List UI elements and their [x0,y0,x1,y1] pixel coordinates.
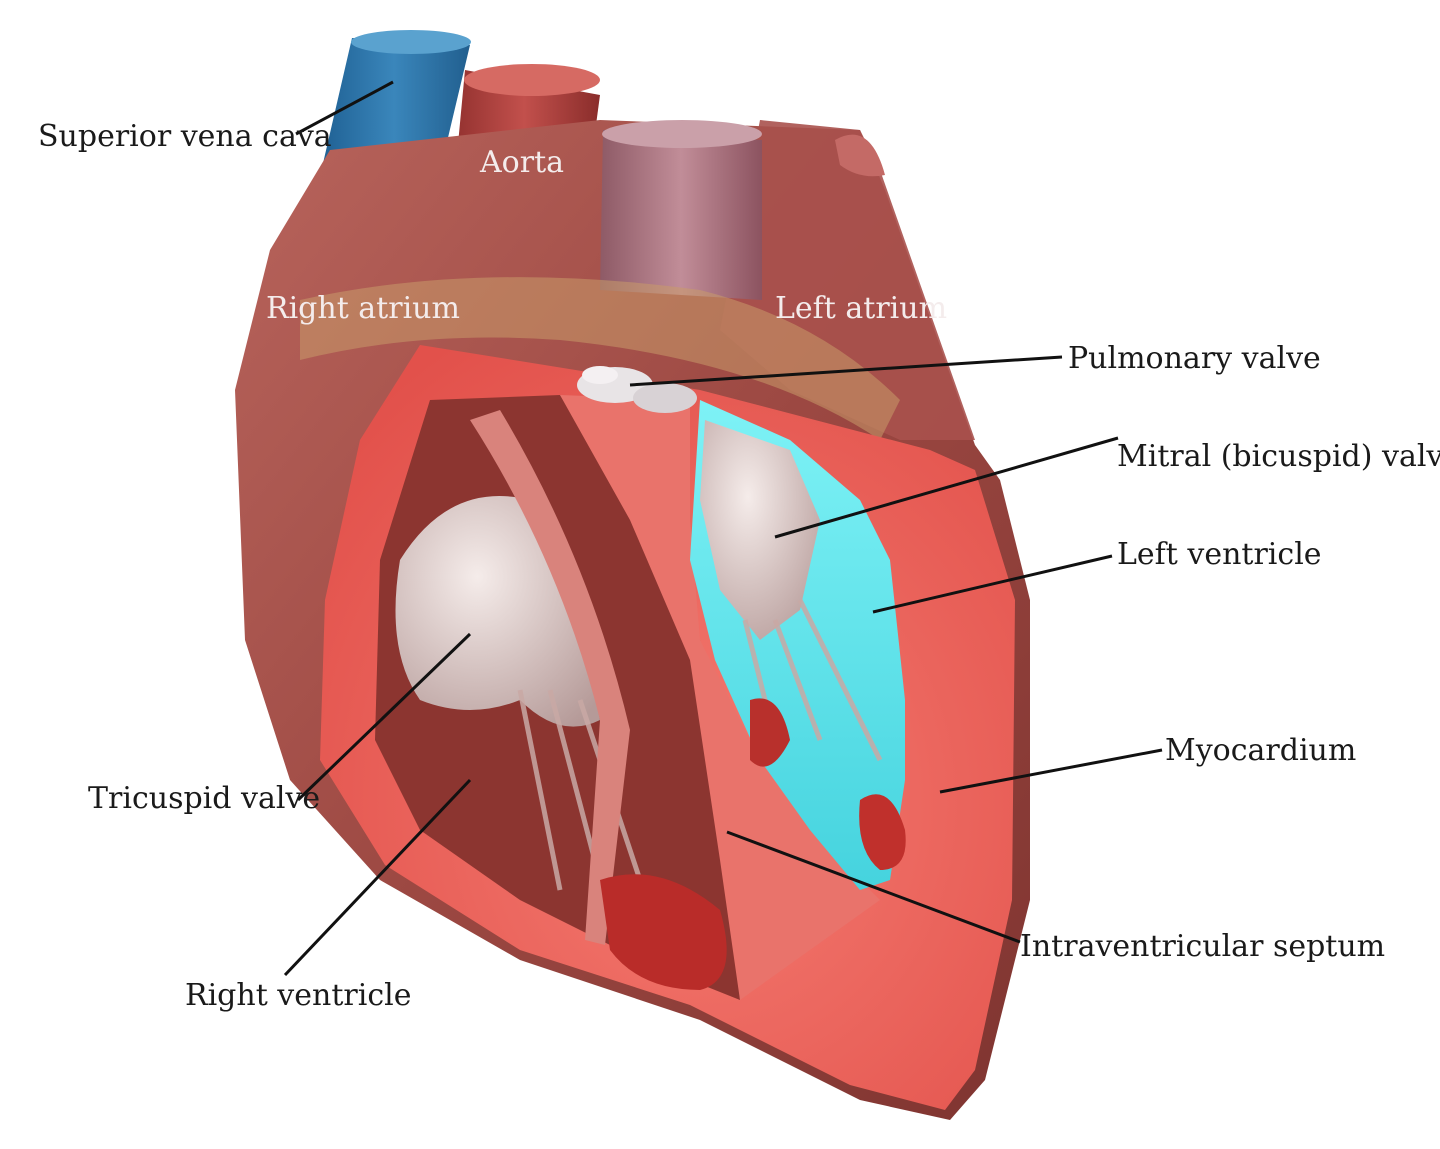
label-left-ventricle: Left ventricle [1117,537,1322,572]
label-right-ventricle: Right ventricle [185,978,411,1013]
leader-tricuspid-valve [296,632,472,802]
leader-intraventricular-septum [726,830,1021,944]
label-superior-vena-cava: Superior vena cava [38,119,332,154]
leader-myocardium [939,748,1163,794]
leader-mitral-valve [774,436,1119,539]
leader-superior-vena-cava [295,80,394,136]
leader-left-ventricle [872,554,1113,614]
label-right-atrium: Right atrium [266,291,460,326]
leader-lines [283,80,1163,977]
pulmonary-trunk [600,120,762,300]
label-pulmonary-valve: Pulmonary valve [1068,341,1321,376]
mitral-valve [700,420,820,640]
label-mitral-valve: Mitral (bicuspid) valve [1117,439,1440,474]
pulmonary-valve [577,366,697,413]
label-tricuspid-valve: Tricuspid valve [88,781,320,816]
leader-right-ventricle [283,778,472,977]
label-aorta: Aorta [479,145,564,180]
label-intraventricular-septum: Intraventricular septum [1020,929,1385,964]
label-left-atrium: Left atrium [775,291,947,326]
leader-pulmonary-valve [629,355,1063,387]
interventricular-septum [560,395,880,1000]
label-myocardium: Myocardium [1165,733,1356,768]
